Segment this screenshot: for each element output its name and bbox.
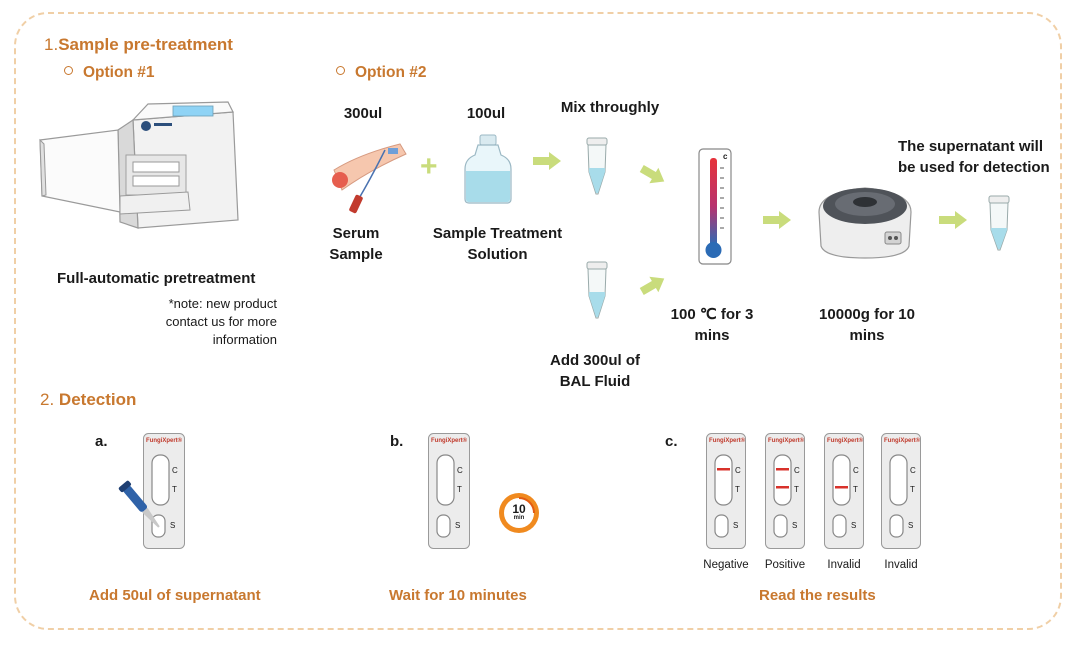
result-label-invalid: Invalid: [827, 559, 861, 571]
result-cassette-invalid: FungiXpert® C T S: [881, 433, 921, 549]
arrow-right-icon: [763, 211, 791, 229]
pipette-icon: [118, 480, 160, 528]
heat-label: 100 ℃ for 3 mins: [670, 306, 754, 344]
arrow-right-icon: [939, 211, 967, 229]
option1-heading: Option #1: [64, 64, 154, 82]
step-c-caption: Read the results: [759, 587, 876, 604]
centrifuge-icon: [818, 187, 912, 259]
step-a-caption: Add 50ul of supernatant: [89, 587, 261, 604]
option2-heading: Option #2: [336, 64, 426, 82]
result-cassette-negative: FungiXpert® C T S: [706, 433, 746, 549]
supernatant-label: The supernatant will be used for detecti…: [898, 138, 1050, 176]
option1-note: *note: new product contact us for more i…: [165, 296, 277, 347]
result-cassette-positive: FungiXpert® C T S: [765, 433, 805, 549]
blood-draw-arm-icon: [332, 143, 407, 214]
result-label-negative: Negative: [703, 559, 749, 571]
centrifuge-label: 10000g for 10 mins: [819, 306, 915, 344]
arrow-right-icon: [533, 152, 561, 170]
content-frame: [14, 12, 1062, 630]
sample-treatment-solution-label: Sample Treatment Solution: [432, 225, 563, 263]
result-label-positive: Positive: [764, 559, 806, 571]
step-a-letter: a.: [95, 433, 108, 450]
mix-label: Mix throughly: [560, 99, 660, 116]
pretreatment-machine-image: [39, 101, 239, 229]
section2-heading: 2. Detection: [40, 390, 137, 409]
thermometer-unit: c: [723, 152, 728, 161]
option1-title: Full-automatic pretreatment: [57, 270, 256, 287]
bullet-icon: [64, 66, 73, 75]
mix-tube-icon: [586, 137, 608, 195]
section1-heading: 1.Sample pre-treatment: [44, 35, 233, 54]
step-b-letter: b.: [390, 433, 404, 450]
serum-sample-label: Serum Sample: [329, 225, 383, 263]
arrow-up-right-icon: [639, 276, 665, 295]
serum-volume-label: 300ul: [343, 105, 383, 122]
bal-tube-icon: [586, 261, 608, 319]
step-c-letter: c.: [665, 433, 678, 450]
bullet-icon: [336, 66, 345, 75]
bal-fluid-label: Add 300ul of BAL Fluid: [549, 352, 640, 390]
result-label-invalid: Invalid: [884, 559, 918, 571]
test-cassette: FungiXpert® C T S: [428, 433, 470, 549]
supernatant-tube-icon: [988, 195, 1010, 251]
step-b-caption: Wait for 10 minutes: [389, 587, 527, 604]
thermometer-icon: c: [698, 148, 732, 265]
result-cassette-invalid: FungiXpert® C T S: [824, 433, 864, 549]
arrow-down-right-icon: [639, 165, 665, 184]
treatment-solution-bottle-icon: [464, 134, 512, 204]
solution-volume-label: 100ul: [466, 105, 506, 122]
timer-icon: 10 min: [497, 491, 541, 535]
plus-icon: +: [420, 150, 438, 183]
